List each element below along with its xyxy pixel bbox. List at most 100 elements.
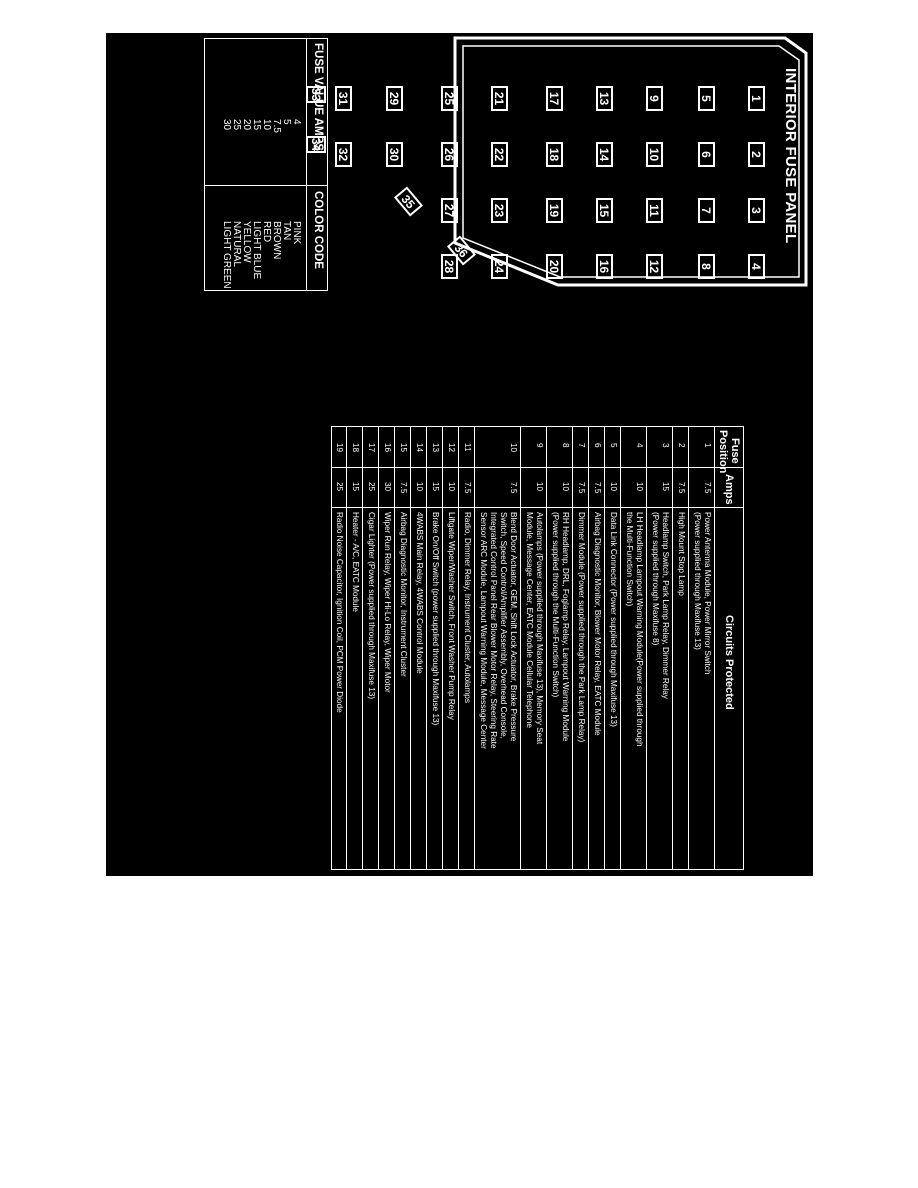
- table-cell-amps: 7.5: [509, 482, 518, 494]
- fuse-slot: 17: [546, 86, 563, 111]
- table-cell-amps: 7.5: [577, 482, 586, 494]
- fuse-slot: 22: [491, 142, 508, 167]
- table-row-rule: [714, 427, 715, 869]
- table-cell-circuits: (Power supplied through Maxifuse 13): [693, 512, 702, 650]
- table-cell-circuits: Module, Message Center, EATC Module Cell…: [525, 512, 534, 728]
- table-cell-amps: 25: [335, 482, 344, 492]
- fuse-slot: 23: [491, 198, 508, 223]
- table-cell-circuits: Airbag Diagnostic Monitor, Blower Motor …: [593, 512, 602, 736]
- table-row-rule: [346, 427, 347, 869]
- table-row-rule: [394, 427, 395, 869]
- fuse-slot: 7: [698, 198, 715, 223]
- table-cell-circuits: Dimmer Module (Power supplied through th…: [577, 512, 586, 743]
- table-cell-circuits: Brake On/Off Switch (power supplied thro…: [431, 512, 440, 726]
- table-cell-circuits: High Mount Stop Lamp: [677, 512, 686, 596]
- fuse-slot: 27: [441, 198, 458, 223]
- table-cell-circuits: the Multi-Function Switch): [625, 512, 634, 607]
- table-cell-circuits: Sensor ARC Module, Lampout Warning Modul…: [479, 512, 488, 749]
- table-cell-circuits: 4WABS Main Relay, 4WABS Control Module: [415, 512, 424, 674]
- fuse-slot: 25: [441, 86, 458, 111]
- table-row-rule: [646, 427, 647, 869]
- table-cell-circuits: Liftgate Wiper/Washer Switch, Front Wash…: [447, 512, 456, 720]
- fuse-slot: 6: [698, 142, 715, 167]
- fuse-slot: 4: [748, 254, 765, 279]
- legend-amp-value: 20: [241, 119, 252, 131]
- table-row-rule: [588, 427, 589, 869]
- fuse-slot: 8: [698, 254, 715, 279]
- table-cell-circuits: (Power supplied through the Multi-Functi…: [551, 512, 560, 698]
- legend-header-color: COLOR CODE: [312, 191, 324, 269]
- table-cell-position: 13: [431, 443, 440, 453]
- table-cell-amps: 10: [447, 482, 456, 492]
- table-cell-position: 16: [383, 443, 392, 453]
- legend-color-value: TAN: [281, 221, 292, 241]
- table-cell-amps: 10: [635, 482, 644, 492]
- table-cell-circuits: Blend Door Actuator, GEM, Shift Lock Act…: [509, 512, 518, 742]
- fuse-slot: 26: [441, 142, 458, 167]
- fuse-slot: 13: [596, 86, 613, 111]
- legend-header-amps: FUSE VALUE AMPS: [312, 43, 324, 151]
- table-cell-position: 17: [367, 443, 376, 453]
- legend-amp-value: 4: [291, 119, 302, 125]
- fuse-slot: 11: [646, 198, 663, 223]
- table-cell-position: 11: [463, 443, 472, 452]
- table-cell-position: 2: [677, 443, 686, 448]
- fuse-slot: 28: [441, 254, 458, 279]
- fuse-slot: 32: [335, 142, 352, 167]
- table-cell-position: 6: [593, 443, 602, 448]
- table-cell-position: 9: [535, 443, 544, 448]
- legend-color-value: RED: [261, 221, 272, 243]
- fuse-panel-outline: [453, 36, 808, 287]
- table-cell-position: 5: [609, 443, 618, 448]
- table-cell-circuits: Wiper Run Relay, Wiper Hi-Lo Relay, Wipe…: [383, 512, 392, 693]
- table-cell-amps: 10: [561, 482, 570, 492]
- table-row-rule: [474, 427, 475, 869]
- table-cell-amps: 7.5: [703, 482, 712, 494]
- table-cell-amps: 10: [415, 482, 424, 492]
- legend-header-rule: [306, 39, 307, 290]
- table-row-rule: [442, 427, 443, 869]
- fuse-slot: 2: [748, 142, 765, 167]
- table-header-amps: Amps: [723, 474, 735, 505]
- fuse-slot: 24: [491, 254, 508, 279]
- fuse-slot: 9: [646, 86, 663, 111]
- table-cell-circuits: Power Antenna Module, Power Mirror Switc…: [703, 512, 712, 675]
- legend-color-value: LIGHT BLUE: [251, 221, 262, 280]
- table-cell-circuits: Radio, Dimmer Relay, Instrument Cluster,…: [463, 512, 472, 703]
- table-cell-circuits: Integrated Control Panel Rear Blower Mot…: [489, 512, 498, 749]
- table-cell-position: 19: [335, 443, 344, 453]
- table-cell-position: 4: [635, 443, 644, 448]
- table-cell-circuits: Data Link Connector (Power supplied thro…: [609, 512, 618, 727]
- table-cell-position: 8: [561, 443, 570, 448]
- table-header-position: Fuse: [729, 438, 741, 464]
- fuse-slot: 5: [698, 86, 715, 111]
- table-cell-circuits: LH Headlamp Lampout Warning Module(Power…: [635, 512, 644, 747]
- table-cell-position: 14: [415, 443, 424, 453]
- panel-title: INTERIOR FUSE PANEL: [782, 68, 799, 244]
- legend-color-value: PINK: [291, 221, 302, 245]
- table-header-circuits: Circuits Protected: [723, 615, 735, 710]
- table-cell-circuits: Radio Noise Capacitor, Ignition Coil, PC…: [335, 512, 344, 713]
- fuse-slot: 16: [596, 254, 613, 279]
- table-cell-circuits: Switch, Speed Control/Amplifier Assembly…: [499, 512, 508, 739]
- table-cell-circuits: Autolamps (Power supplied through Maxifu…: [535, 512, 544, 745]
- table-cell-circuits: RH Headlamp, DRL, Foglamp Relay, Lampout…: [561, 512, 570, 742]
- table-cell-amps: 10: [609, 482, 618, 492]
- legend-amp-value: 10: [261, 119, 272, 131]
- table-cell-amps: 15: [661, 482, 670, 492]
- table-row-rule: [362, 427, 363, 869]
- legend-color-value: LIGHT GREEN: [221, 221, 232, 289]
- fuse-slot: 18: [546, 142, 563, 167]
- table-cell-amps: 7.5: [677, 482, 686, 494]
- table-cell-amps: 7.5: [463, 482, 472, 494]
- legend-amp-value: 30: [221, 119, 232, 131]
- fuse-slot: 1: [748, 86, 765, 111]
- legend-amp-value: 25: [231, 119, 242, 131]
- table-row-rule: [572, 427, 573, 869]
- legend-divider: [205, 185, 327, 186]
- table-cell-amps: 25: [367, 482, 376, 492]
- table-cell-position: 12: [447, 443, 456, 453]
- fuse-slot: 29: [386, 86, 403, 111]
